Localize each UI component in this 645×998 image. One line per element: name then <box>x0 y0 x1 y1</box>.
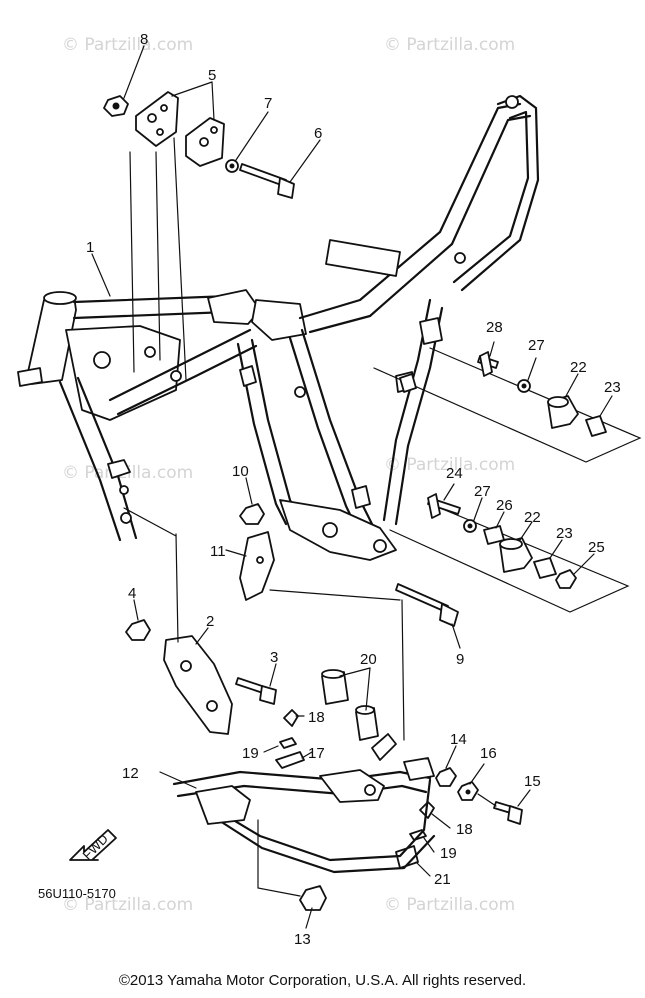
callout-23: 23 <box>556 525 573 542</box>
callout-21: 21 <box>434 871 451 888</box>
callout-27: 27 <box>528 337 545 354</box>
callout-17: 17 <box>308 745 325 762</box>
callout-19: 19 <box>440 845 457 862</box>
part-5-engine-brackets <box>129 81 225 381</box>
callout-13: 13 <box>294 931 311 948</box>
copyright-notice: ©2013 Yamaha Motor Corporation, U.S.A. A… <box>118 972 527 989</box>
watermark-text: © Partzilla.com <box>62 35 193 55</box>
watermark-text: © Partzilla.com <box>384 35 515 55</box>
callout-1: 1 <box>86 239 94 256</box>
watermark-text: © Partzilla.com <box>384 455 515 475</box>
callout-14: 14 <box>450 731 467 748</box>
watermark-text: © Partzilla.com <box>384 895 515 915</box>
part-9-bolt <box>395 583 461 741</box>
callout-20: 20 <box>360 651 377 668</box>
main-frame-drawing <box>17 94 540 561</box>
part-17-18-19-20-21-skid-hardware <box>263 667 451 877</box>
callout-18: 18 <box>456 821 473 838</box>
callout-9: 9 <box>456 651 464 668</box>
part-12-skid-guard <box>159 733 436 874</box>
callout-4: 4 <box>128 585 136 602</box>
watermark-text: © Partzilla.com <box>62 895 193 915</box>
part-2-3-4-lower-mount <box>123 507 277 735</box>
part-13-bolt <box>257 819 327 929</box>
callout-12: 12 <box>122 765 139 782</box>
callout-27: 27 <box>474 483 491 500</box>
callout-19: 19 <box>242 745 259 762</box>
part-6-7-bolt-washer <box>225 111 321 199</box>
callout-3: 3 <box>270 649 278 666</box>
callout-2: 2 <box>206 613 214 630</box>
callout-25: 25 <box>588 539 605 556</box>
part-8-nut <box>103 45 145 117</box>
part-22-23-24-25-26-27-pivot-mount <box>389 483 630 613</box>
callout-22: 22 <box>524 509 541 526</box>
callout-8: 8 <box>140 31 148 48</box>
callout-22: 22 <box>570 359 587 376</box>
callout-26: 26 <box>496 497 513 514</box>
callout-labels: 8 5 7 6 1 10 11 4 2 3 9 18 19 17 20 12 1… <box>86 31 621 948</box>
part-22-23-27-28-upper-mount <box>373 341 642 463</box>
callout-28: 28 <box>486 319 503 336</box>
callout-11: 11 <box>210 543 226 560</box>
callout-15: 15 <box>524 773 541 790</box>
part-10-11-nut-plate <box>225 477 401 601</box>
part-14-15-16-hardware <box>435 745 531 825</box>
callout-5: 5 <box>208 67 216 84</box>
watermarks: © Partzilla.com © Partzilla.com © Partzi… <box>62 35 515 915</box>
callout-10: 10 <box>232 463 249 480</box>
callout-6: 6 <box>314 125 322 142</box>
callout-18: 18 <box>308 709 325 726</box>
callout-16: 16 <box>480 745 497 762</box>
forward-arrow: FWD <box>69 829 117 863</box>
callout-7: 7 <box>264 95 272 112</box>
callout-24: 24 <box>446 465 463 482</box>
diagram-code: 56U110-5170 <box>38 886 116 901</box>
callout-23: 23 <box>604 379 621 396</box>
